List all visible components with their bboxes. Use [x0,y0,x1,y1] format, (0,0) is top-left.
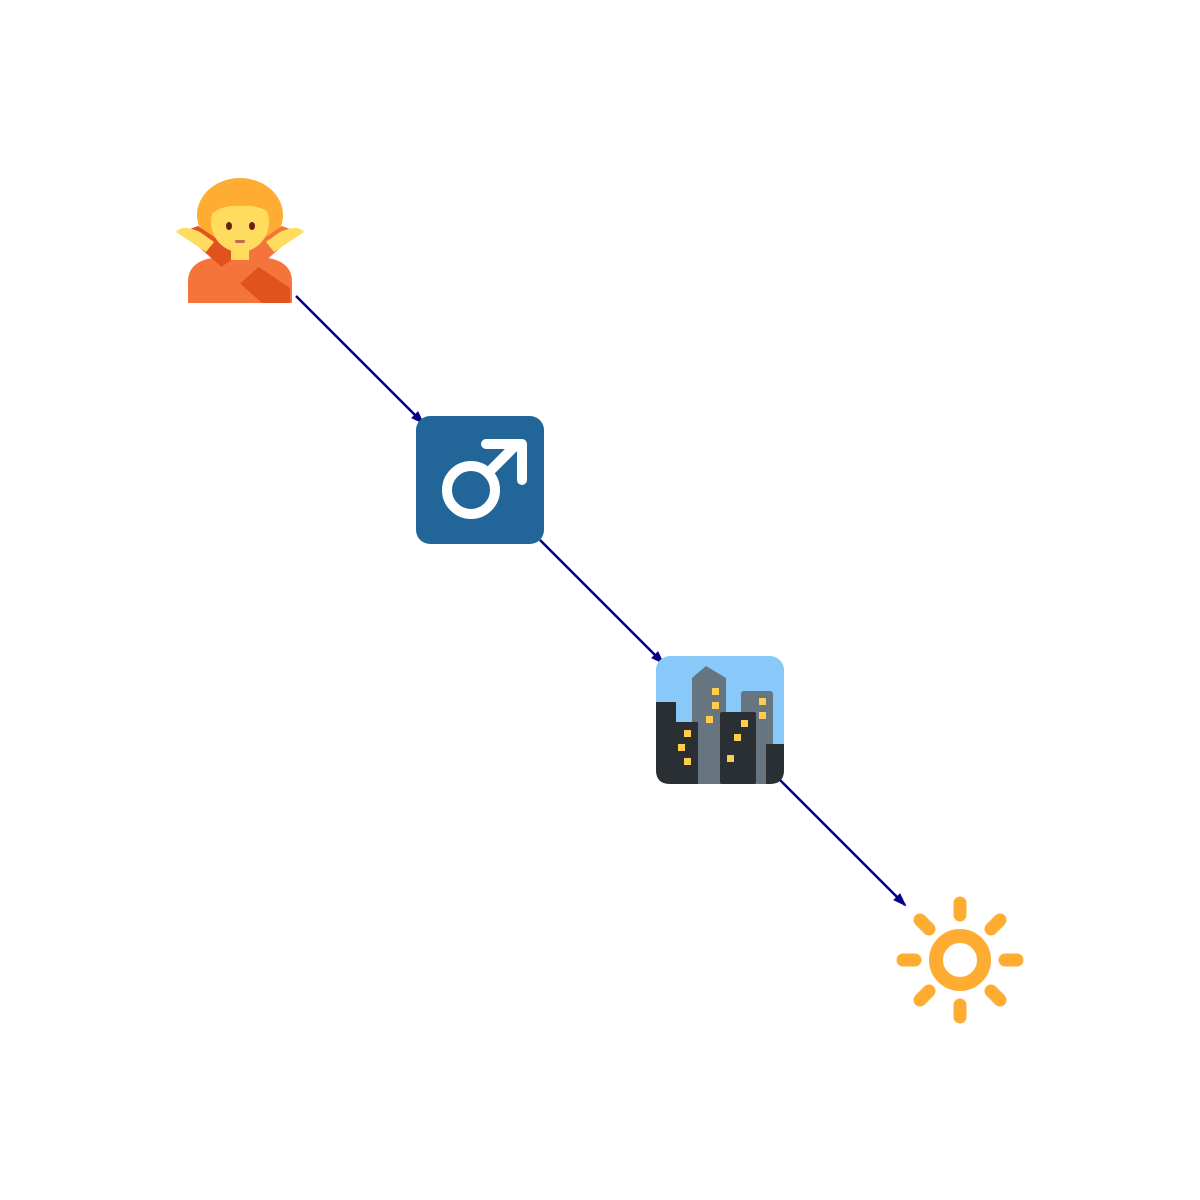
night-city-icon [656,656,784,784]
sun-bright-icon [896,896,1024,1024]
edge-male-to-city [539,539,665,665]
male-sign-icon [416,416,544,544]
edges [295,295,907,907]
person-gesturing-no-icon [176,178,304,303]
edge-city-to-sun [779,779,907,907]
edge-person-to-male [295,295,425,425]
